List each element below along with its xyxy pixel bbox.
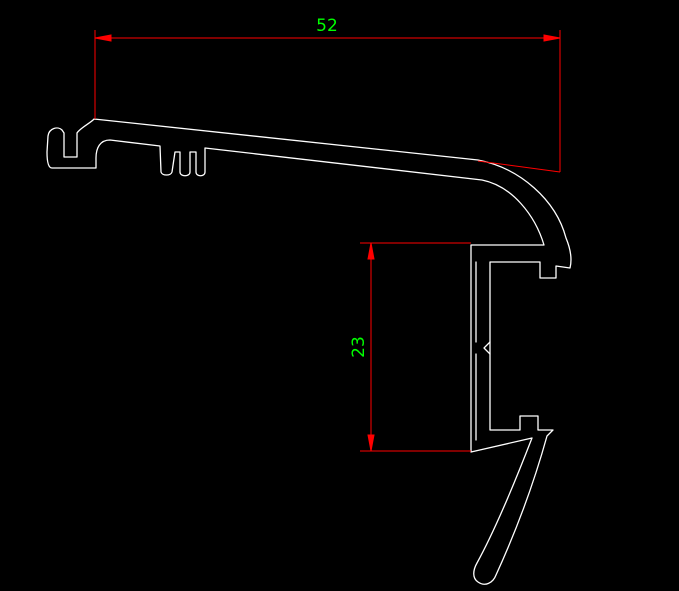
profile-top-flange bbox=[46, 118, 572, 585]
dimension-width-arrow-left bbox=[94, 34, 112, 42]
dimension-width-arrow-right bbox=[543, 34, 561, 42]
aluminium-profile-outline bbox=[46, 118, 572, 585]
profile-web-notch bbox=[483, 341, 491, 355]
dimension-width-label: 52 bbox=[316, 16, 338, 36]
dimension-width-extension-bottom bbox=[477, 160, 561, 173]
dimension-width bbox=[94, 30, 561, 173]
dimension-height-label: 23 bbox=[349, 336, 369, 358]
dimension-height-arrow-top bbox=[367, 242, 375, 260]
dimension-height bbox=[360, 242, 471, 452]
dimension-height-arrow-bottom bbox=[367, 434, 375, 452]
